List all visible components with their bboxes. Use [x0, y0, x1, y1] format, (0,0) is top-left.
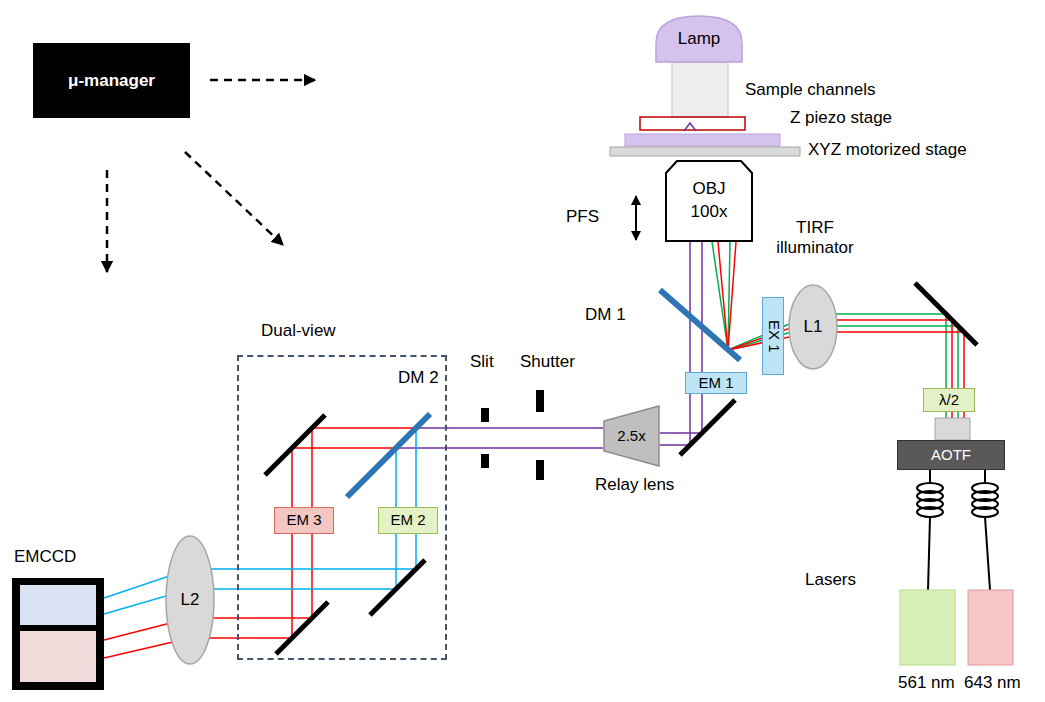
part-label: Sample channels	[745, 80, 875, 100]
lens-shape	[166, 536, 214, 664]
node-label: EM 2	[390, 511, 425, 530]
camera: EMCCD	[12, 578, 104, 690]
optical-fiber	[985, 470, 990, 590]
node-label: OBJ 100x	[683, 178, 735, 224]
laser-561	[900, 590, 955, 665]
emission-beam	[396, 447, 603, 449]
node-label: EM 1	[698, 374, 733, 393]
emission-beam	[416, 427, 603, 429]
emission-filter: EM 1	[685, 372, 747, 394]
relay-lens: 2.5x	[603, 405, 660, 467]
part-label: XYZ motorized stage	[808, 140, 967, 160]
part-label: PFS	[566, 207, 599, 227]
part-label: DM 1	[585, 305, 626, 325]
sample-channel	[640, 117, 745, 130]
software-box: μ-manager	[33, 43, 190, 118]
shutter-blade	[536, 390, 544, 412]
lamp-shape	[656, 16, 742, 62]
fiber-coil	[972, 507, 998, 517]
xyz-stage	[610, 147, 800, 156]
shape-outline	[665, 160, 753, 242]
slit-blade	[481, 408, 489, 422]
objective: OBJ 100x	[665, 160, 753, 242]
shutter-blade	[536, 460, 544, 480]
fiber-coupler	[935, 418, 970, 440]
relay-lens-shape	[604, 406, 659, 466]
lens-shape	[789, 285, 837, 369]
part-label: Relay lens	[595, 475, 674, 495]
focus-arrow	[635, 196, 637, 240]
node-label: μ-manager	[68, 70, 155, 91]
laser-beam	[712, 242, 946, 418]
group-heading: Dual-view	[261, 320, 336, 341]
half-wave-plate: λ/2	[923, 388, 975, 412]
emission-filter: EM 2	[378, 507, 438, 534]
dual-view-box: Dual-viewEM 3EM 2	[237, 355, 447, 660]
mirror	[915, 283, 977, 345]
mirror	[680, 400, 735, 455]
dichroic-mirror	[660, 290, 740, 360]
node-label: AOTF	[931, 446, 971, 465]
mirror	[370, 560, 425, 615]
node-label: EM 3	[286, 511, 321, 530]
sensor-half	[20, 631, 96, 682]
shape-outline	[12, 578, 104, 690]
control-arrow	[210, 79, 315, 82]
laser-beam	[718, 242, 952, 418]
objective-shape	[666, 161, 752, 241]
part-label: Lasers	[805, 570, 856, 590]
aotf-box: AOTF	[897, 440, 1005, 470]
control-arrow	[185, 152, 283, 245]
optical-fiber	[928, 470, 930, 590]
node-label: 2.5x	[617, 427, 645, 446]
group-heading: EMCCD	[14, 546, 76, 567]
part-label: Z piezo stage	[790, 108, 892, 128]
lens: L2	[165, 535, 215, 665]
lens: L1	[788, 284, 838, 370]
part-label: Slit	[470, 352, 494, 372]
lamp-neck	[672, 62, 728, 117]
laser-643	[968, 590, 1013, 665]
part-label: TIRF illuminator	[760, 218, 870, 258]
fiber-coil	[917, 507, 943, 517]
node-label: L2	[181, 589, 200, 610]
light-ray	[684, 123, 696, 131]
part-label: Shutter	[520, 352, 575, 372]
wavelength-label: 561 nm	[898, 673, 955, 693]
part-label: DM 2	[398, 368, 439, 388]
emission-beam	[660, 242, 702, 433]
slit-blade	[481, 454, 489, 468]
red-beam	[104, 448, 396, 658]
mirror	[265, 415, 325, 475]
emission-filter: EM 3	[274, 507, 334, 534]
node-label: λ/2	[939, 391, 959, 410]
sensor-half	[20, 585, 96, 625]
node-label: Lamp	[678, 28, 721, 49]
excitation-filter: EX 1	[762, 297, 784, 375]
blue-beam	[104, 448, 396, 614]
mirror	[276, 602, 328, 654]
dichroic-mirror	[347, 414, 430, 497]
control-arrow	[106, 170, 109, 272]
node-label: EX 1	[764, 320, 783, 353]
emission-beam	[660, 242, 690, 445]
lamp: Lamp	[655, 15, 743, 62]
blue-beam	[104, 428, 416, 598]
wavelength-label: 643 nm	[964, 673, 1021, 693]
red-beam	[104, 428, 416, 640]
node-label: L1	[804, 316, 823, 337]
z-piezo-stage	[625, 134, 780, 146]
